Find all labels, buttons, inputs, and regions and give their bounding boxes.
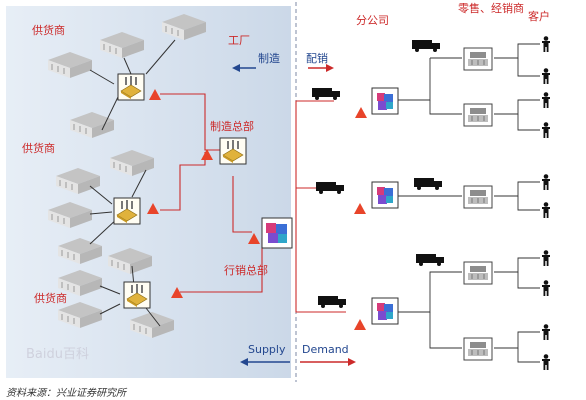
factory-icon [113, 197, 141, 225]
person-icon [542, 68, 550, 84]
person-icon [542, 250, 550, 266]
manufacturing-hq-icon [219, 137, 247, 165]
truck-icon [312, 88, 340, 100]
supply-demand-arrows [240, 358, 356, 366]
branch-icon [371, 87, 399, 115]
marketing-hq-label: 行销总部 [224, 263, 268, 277]
supply-label: Supply [248, 343, 286, 356]
make-distribute-arrows [232, 64, 334, 72]
cash-register-icon [463, 185, 493, 209]
branch-icon [371, 181, 399, 209]
truck-icon [316, 182, 344, 194]
branch-label: 分公司 [356, 14, 389, 27]
cash-register-icon [463, 337, 493, 361]
cash-register-icon [463, 103, 493, 127]
retail-label: 零售、经销商 [458, 1, 524, 15]
make-label: 制造 [258, 51, 280, 65]
person-icon [542, 122, 550, 138]
truck-icon [414, 178, 442, 190]
source-note: 资料来源：兴业证券研究所 [6, 387, 128, 399]
marketing-hq-icon [261, 217, 293, 249]
customers [542, 36, 550, 370]
cash-register-icon [463, 47, 493, 71]
person-icon [542, 202, 550, 218]
person-icon [542, 174, 550, 190]
manufacturing-hq-label: 制造总部 [210, 119, 254, 133]
demand-label: Demand [302, 343, 349, 356]
person-icon [542, 324, 550, 340]
truck-icon [416, 254, 444, 266]
truck-icon [412, 40, 440, 52]
supplier-label-mid: 供货商 [22, 141, 55, 155]
supplier-label-top: 供货商 [32, 23, 65, 37]
branch-icon [371, 297, 399, 325]
distribute-label: 配销 [306, 51, 328, 65]
factory-icon [117, 73, 145, 101]
inventory-markers [147, 89, 367, 330]
cash-register-icon [463, 261, 493, 285]
person-icon [542, 280, 550, 296]
watermark: Baidu百科 [26, 347, 89, 362]
customer-label: 客户 [528, 9, 550, 23]
factory-icon [123, 281, 151, 309]
distribution-lines [398, 43, 540, 363]
supplier-label-bottom: 供货商 [34, 291, 67, 305]
person-icon [542, 36, 550, 52]
person-icon [542, 354, 550, 370]
truck-icon [318, 296, 346, 308]
factory-label: 工厂 [228, 34, 250, 47]
person-icon [542, 92, 550, 108]
